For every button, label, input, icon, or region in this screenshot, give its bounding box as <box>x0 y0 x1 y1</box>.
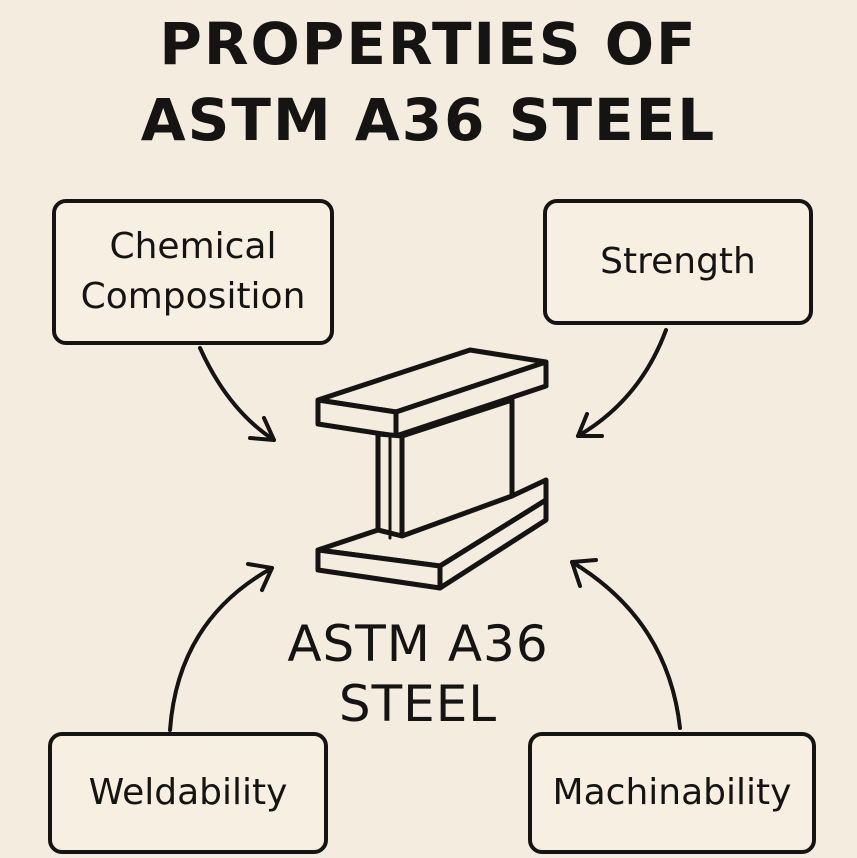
node-chemical-composition-line-1: Chemical <box>109 226 277 267</box>
arrow-chemical-to-steel <box>198 346 276 442</box>
title-line-2: ASTM A36 STEEL <box>140 86 717 154</box>
node-chemical-composition-line-2: Composition <box>80 276 306 317</box>
node-machinability: Machinability <box>528 732 816 854</box>
node-strength: Strength <box>543 199 813 325</box>
node-strength-label: Strength <box>600 241 756 282</box>
node-weldability-label: Weldability <box>88 772 288 813</box>
diagram-title: PROPERTIES OF ASTM A36 STEEL <box>0 6 857 158</box>
i-beam-icon <box>315 347 549 591</box>
center-label: ASTM A36 STEEL <box>258 614 578 734</box>
node-machinability-label: Machinability <box>552 772 792 813</box>
title-line-1: PROPERTIES OF <box>159 10 698 78</box>
arrow-weldability-to-steel <box>168 562 274 732</box>
center-label-line-2: STEEL <box>338 675 498 733</box>
arrow-machinability-to-steel <box>570 558 682 730</box>
node-chemical-composition: Chemical Composition <box>52 199 334 345</box>
node-weldability: Weldability <box>48 732 328 854</box>
arrow-strength-to-steel <box>576 328 668 438</box>
center-label-line-1: ASTM A36 <box>287 615 549 673</box>
